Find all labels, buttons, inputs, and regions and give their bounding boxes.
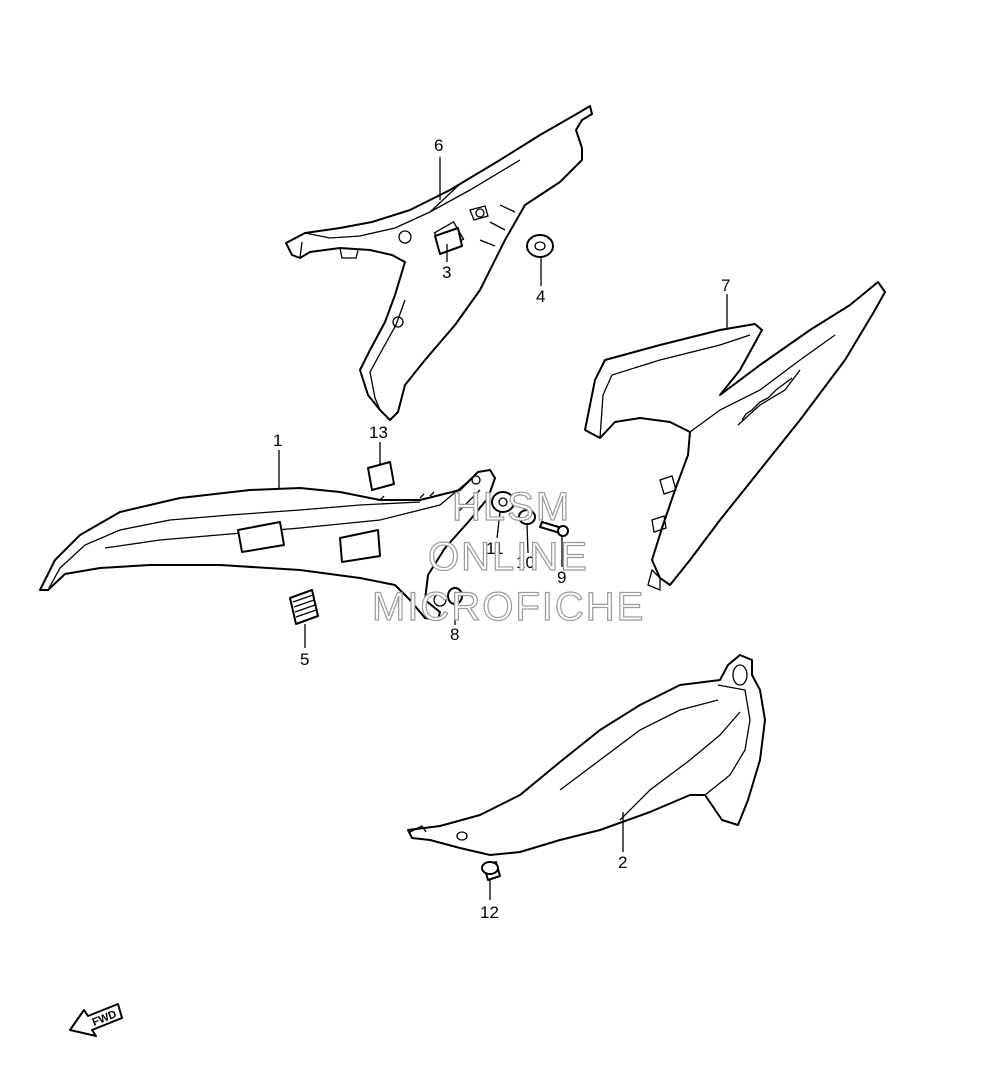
callout-11: 11: [486, 539, 504, 558]
watermark-line-3: MICROFICHE: [372, 585, 645, 629]
watermark-line-1: HLSM: [452, 485, 571, 529]
callout-3: 3: [442, 263, 451, 282]
callout-5: 5: [300, 650, 309, 669]
part-3-plate: [434, 227, 463, 255]
part-6-frame-cover: [285, 105, 593, 421]
leader-lines: [278, 157, 728, 900]
part-12-bolt: [481, 861, 501, 881]
part-1-side-cover: [39, 469, 496, 621]
callout-12: 12: [480, 903, 499, 922]
callout-13: 13: [369, 423, 388, 442]
part-7-side-cowl: [584, 281, 886, 591]
callout-9: 9: [557, 568, 566, 587]
callout-10: 10: [516, 553, 535, 572]
callouts: 6 3 4 7 1 13 5 8 11 10 9 2 12: [273, 136, 730, 922]
callout-8: 8: [450, 625, 459, 644]
part-11-grommet: [491, 491, 515, 513]
fwd-arrow-icon: FWD: [69, 1003, 123, 1037]
watermark-line-2: ONLINE: [428, 535, 589, 579]
part-4-grommet: [526, 234, 554, 258]
watermark: HLSM ONLINE MICROFICHE: [371, 484, 645, 629]
part-5-reflector: [289, 589, 319, 625]
part-13-label: [367, 461, 395, 491]
callout-6: 6: [434, 136, 443, 155]
callout-2: 2: [618, 853, 627, 872]
callout-7: 7: [721, 276, 730, 295]
callout-4: 4: [536, 287, 545, 306]
part-9-screw: [539, 521, 569, 537]
part-2-lower-cover: [407, 654, 766, 856]
callout-1: 1: [273, 431, 282, 450]
